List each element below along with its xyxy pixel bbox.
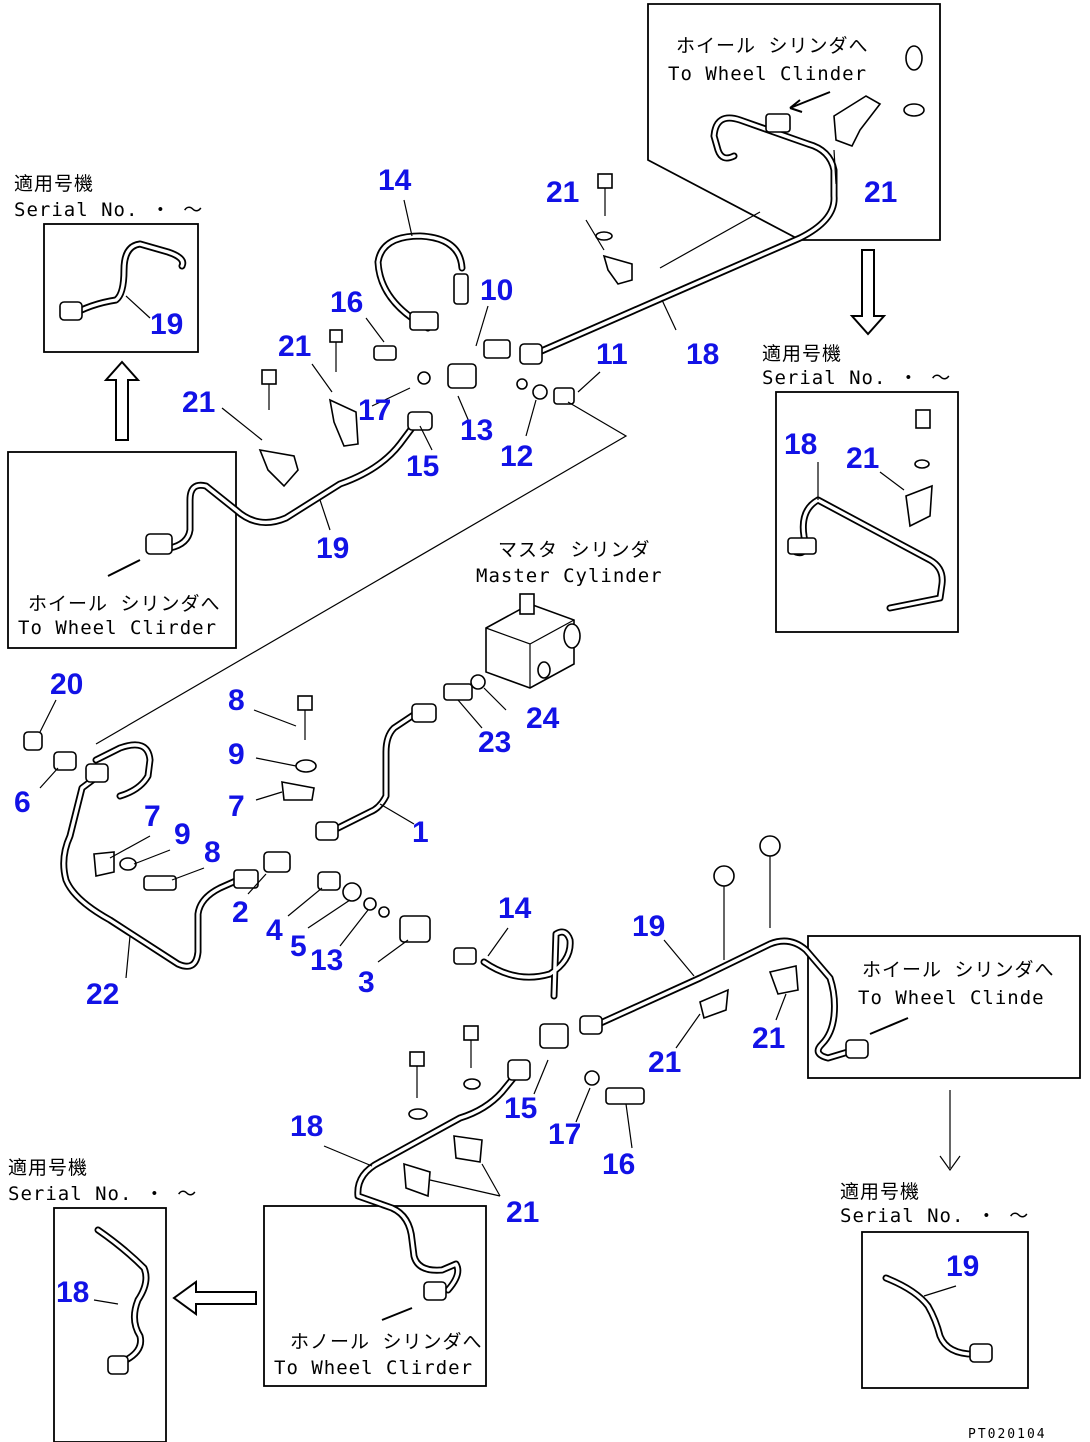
label-part-1: 1 xyxy=(412,816,429,849)
caption-wheel-jp-left: ホイール シリンダへ xyxy=(28,593,220,615)
part-number-labels: 14 21 21 10 16 19 21 11 18 21 17 13 18 2… xyxy=(14,164,979,1309)
caption-wheel-jp-right-lower: ホイール シリンダへ xyxy=(862,959,1054,981)
hose-14-bottom xyxy=(480,928,574,1000)
label-part-15: 15 xyxy=(504,1092,537,1125)
label-part-9: 9 xyxy=(174,818,191,851)
fittings xyxy=(23,45,993,1375)
pipe-22 xyxy=(60,772,242,970)
flow-arrow-icon xyxy=(381,1307,413,1321)
inset-pipe-19-top-left xyxy=(66,240,187,320)
label-part-16: 16 xyxy=(602,1148,635,1181)
label-part-20: 20 xyxy=(50,668,83,701)
label-part-10: 10 xyxy=(480,274,513,307)
label-part-13: 13 xyxy=(460,414,493,447)
pipe-19-bottom xyxy=(590,937,852,1062)
label-part-21: 21 xyxy=(752,1022,785,1055)
label-part-3: 3 xyxy=(358,966,375,999)
flow-arrow-icon xyxy=(869,1017,909,1035)
label-part-21: 21 xyxy=(278,330,311,363)
flow-arrow-icon xyxy=(107,559,141,577)
label-part-21: 21 xyxy=(182,386,215,419)
label-part-12: 12 xyxy=(500,440,533,473)
label-part-19: 19 xyxy=(946,1250,979,1283)
inset-box-bottom-center xyxy=(263,1205,487,1387)
caption-serial-en-bottom-right: Serial No. ・ ～ xyxy=(840,1205,1029,1227)
label-part-18: 18 xyxy=(784,428,817,461)
label-part-21: 21 xyxy=(648,1046,681,1079)
inset-pipe-18-right xyxy=(792,496,946,612)
label-part-19: 19 xyxy=(150,308,183,341)
label-part-18: 18 xyxy=(686,338,719,371)
label-part-7: 7 xyxy=(144,800,161,833)
caption-wheel-jp-bottom-center: ホノール シリンダへ xyxy=(290,1331,482,1353)
arrow-down-icon xyxy=(849,249,887,336)
caption-serial-jp-top-left: 適用号機 xyxy=(14,173,94,195)
reference-line xyxy=(95,401,628,745)
arrow-left-icon xyxy=(172,1280,257,1316)
label-part-21: 21 xyxy=(546,176,579,209)
label-part-22: 22 xyxy=(86,978,119,1011)
label-part-16: 16 xyxy=(330,286,363,319)
caption-serial-jp-bottom-left: 適用号機 xyxy=(8,1157,88,1179)
label-part-14: 14 xyxy=(378,164,412,197)
label-part-9: 9 xyxy=(228,738,245,771)
label-part-18: 18 xyxy=(56,1276,89,1309)
caption-wheel-en-bottom-center: To Wheel Clirder xyxy=(274,1357,473,1379)
label-part-8: 8 xyxy=(228,684,245,717)
caption-master-jp: マスタ シリンダ xyxy=(498,539,650,561)
pipe-18-bottom xyxy=(354,1066,524,1294)
label-part-17: 17 xyxy=(358,394,391,427)
label-part-21: 21 xyxy=(864,176,897,209)
label-part-23: 23 xyxy=(478,726,511,759)
inset-pipe-18-bottom-left xyxy=(94,1226,150,1366)
label-part-4: 4 xyxy=(266,914,283,947)
label-part-8: 8 xyxy=(204,836,221,869)
flow-arrow-icon xyxy=(789,91,831,113)
label-part-21: 21 xyxy=(506,1196,539,1229)
caption-wheel-en-left: To Wheel Clirder xyxy=(18,617,217,639)
inset-pipe-19-bottom-right xyxy=(882,1274,984,1358)
arrow-up-icon xyxy=(103,360,141,441)
inset-box-top-right xyxy=(647,3,941,241)
label-part-15: 15 xyxy=(406,450,439,483)
caption-serial-en-bottom-left: Serial No. ・ ～ xyxy=(8,1183,197,1205)
caption-wheel-en-right-lower: To Wheel Clinde xyxy=(858,987,1045,1009)
master-cylinder xyxy=(485,593,581,689)
label-part-19: 19 xyxy=(316,532,349,565)
caption-serial-en-top-left: Serial No. ・ ～ xyxy=(14,199,203,221)
figure-code: PT020104 xyxy=(968,1427,1047,1442)
label-part-5: 5 xyxy=(290,930,307,963)
reference-line xyxy=(659,211,761,269)
caption-wheel-jp-top-right: ホイール シリンダへ xyxy=(676,35,868,57)
arrow-head-down-icon xyxy=(939,1155,961,1172)
label-part-7: 7 xyxy=(228,790,245,823)
caption-master-en: Master Cylinder xyxy=(476,565,663,587)
inset-box-bottom-left xyxy=(53,1207,167,1442)
inset-box-bottom-right xyxy=(861,1231,1029,1389)
pipe-1 xyxy=(322,708,422,838)
caption-wheel-en-top-right: To Wheel Clinder xyxy=(668,63,867,85)
hose-14-top xyxy=(374,232,466,332)
label-part-19: 19 xyxy=(632,910,665,943)
pipe-19-top-left xyxy=(166,416,422,552)
label-part-13: 13 xyxy=(310,944,343,977)
leader-lines xyxy=(39,149,957,1305)
pipe-18-top xyxy=(526,114,838,360)
label-part-21: 21 xyxy=(846,442,879,475)
pipe-7-branch xyxy=(92,741,154,800)
label-part-11: 11 xyxy=(596,338,628,371)
label-part-24: 24 xyxy=(526,702,560,735)
caption-serial-jp-right: 適用号機 xyxy=(762,343,842,365)
label-part-6: 6 xyxy=(14,786,31,819)
caption-serial-en-right: Serial No. ・ ～ xyxy=(762,367,951,389)
caption-serial-jp-bottom-right: 適用号機 xyxy=(840,1181,920,1203)
label-part-2: 2 xyxy=(232,896,249,929)
label-part-14: 14 xyxy=(498,892,532,925)
label-part-17: 17 xyxy=(548,1118,581,1151)
label-part-18: 18 xyxy=(290,1110,323,1143)
